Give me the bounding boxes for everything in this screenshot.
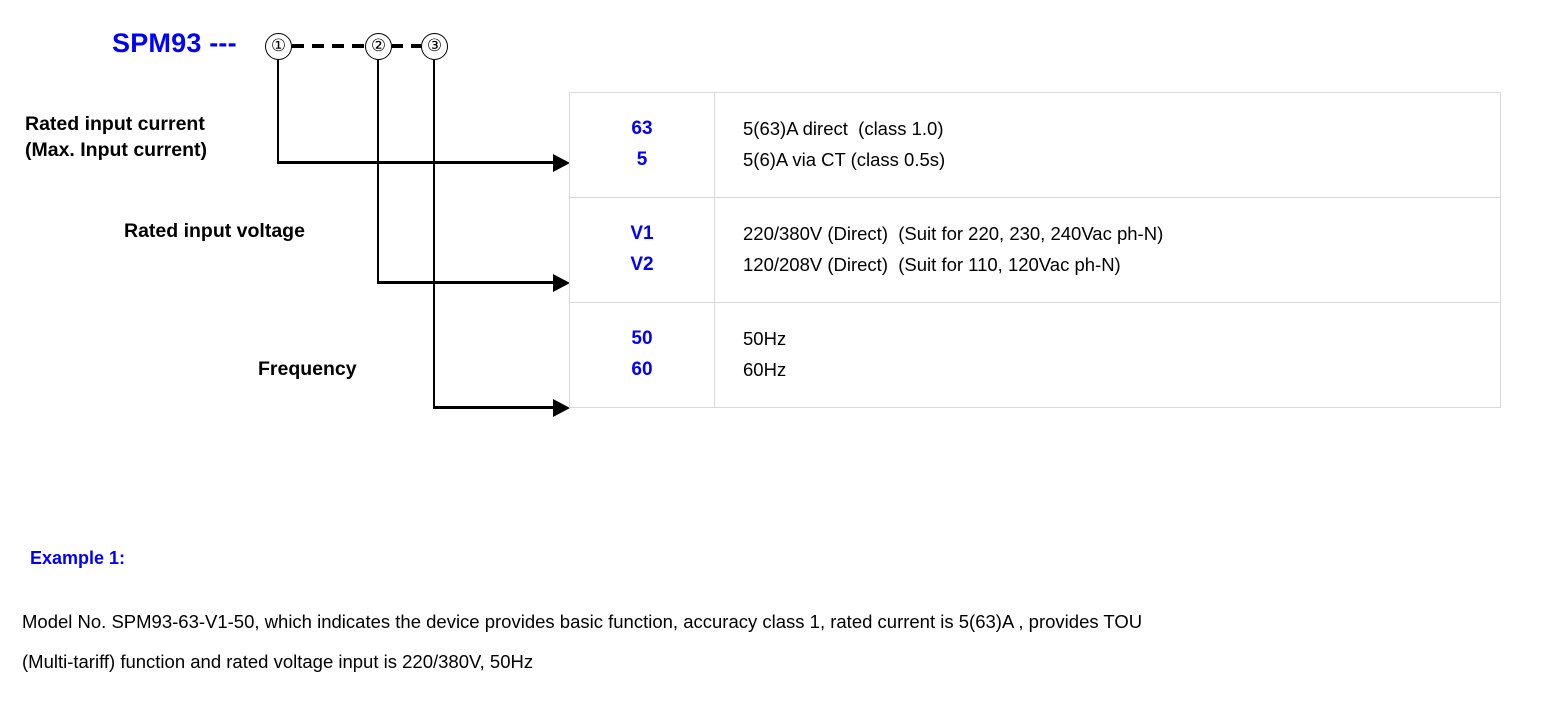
example-title: Example 1: (30, 548, 126, 568)
options-table: 63 5 5(63)A direct (class 1.0) 5(6)A via… (569, 92, 1501, 408)
leader-arrow-1 (553, 154, 570, 172)
option-description: 220/380V (Direct) (Suit for 220, 230, 24… (743, 223, 1164, 244)
option-marker-2: ② (365, 33, 392, 60)
leader-hline-2 (377, 281, 553, 284)
table-row: 50 60 50Hz 60Hz (569, 302, 1501, 408)
label-rated-input-voltage: Rated input voltage (124, 220, 305, 242)
option-code-cell: V1 V2 (569, 197, 715, 303)
option-description: 5(63)A direct (class 1.0) (743, 118, 944, 139)
label-rated-input-current: Rated input current (Max. Input current) (25, 113, 208, 161)
option-marker-1: ① (265, 33, 292, 60)
option-description-cell: 220/380V (Direct) (Suit for 220, 230, 24… (714, 197, 1501, 303)
option-code: V1 (630, 223, 654, 244)
leader-vline-1 (277, 60, 279, 163)
connector-dashes-1-2 (292, 44, 365, 48)
option-description-cell: 5(63)A direct (class 1.0) 5(6)A via CT (… (714, 92, 1501, 198)
leader-vline-3 (433, 60, 435, 408)
option-code: 5 (636, 149, 648, 170)
label-frequency: Frequency (258, 358, 357, 380)
connector-dashes-2-3 (392, 44, 421, 48)
option-description: 50Hz (743, 328, 787, 349)
option-code: 63 (631, 118, 653, 139)
option-description: 60Hz (743, 359, 787, 380)
leader-hline-3 (433, 406, 553, 409)
option-code-cell: 63 5 (569, 92, 715, 198)
option-code: 50 (631, 328, 653, 349)
leader-arrow-2 (553, 274, 570, 292)
leader-hline-1 (277, 161, 553, 164)
option-code: V2 (630, 254, 654, 275)
option-description-cell: 50Hz 60Hz (714, 302, 1501, 408)
option-description: 5(6)A via CT (class 0.5s) (743, 149, 946, 170)
table-row: 63 5 5(63)A direct (class 1.0) 5(6)A via… (569, 92, 1501, 198)
option-code-cell: 50 60 (569, 302, 715, 408)
example-body: Model No. SPM93-63-V1-50, which indicate… (22, 611, 1143, 672)
leader-vline-2 (377, 60, 379, 283)
leader-arrow-3 (553, 399, 570, 417)
option-marker-3: ③ (421, 33, 448, 60)
model-code-prefix: SPM93 --- (112, 28, 237, 58)
option-description: 120/208V (Direct) (Suit for 110, 120Vac … (743, 254, 1121, 275)
table-row: V1 V2 220/380V (Direct) (Suit for 220, 2… (569, 197, 1501, 303)
option-code: 60 (631, 359, 653, 380)
